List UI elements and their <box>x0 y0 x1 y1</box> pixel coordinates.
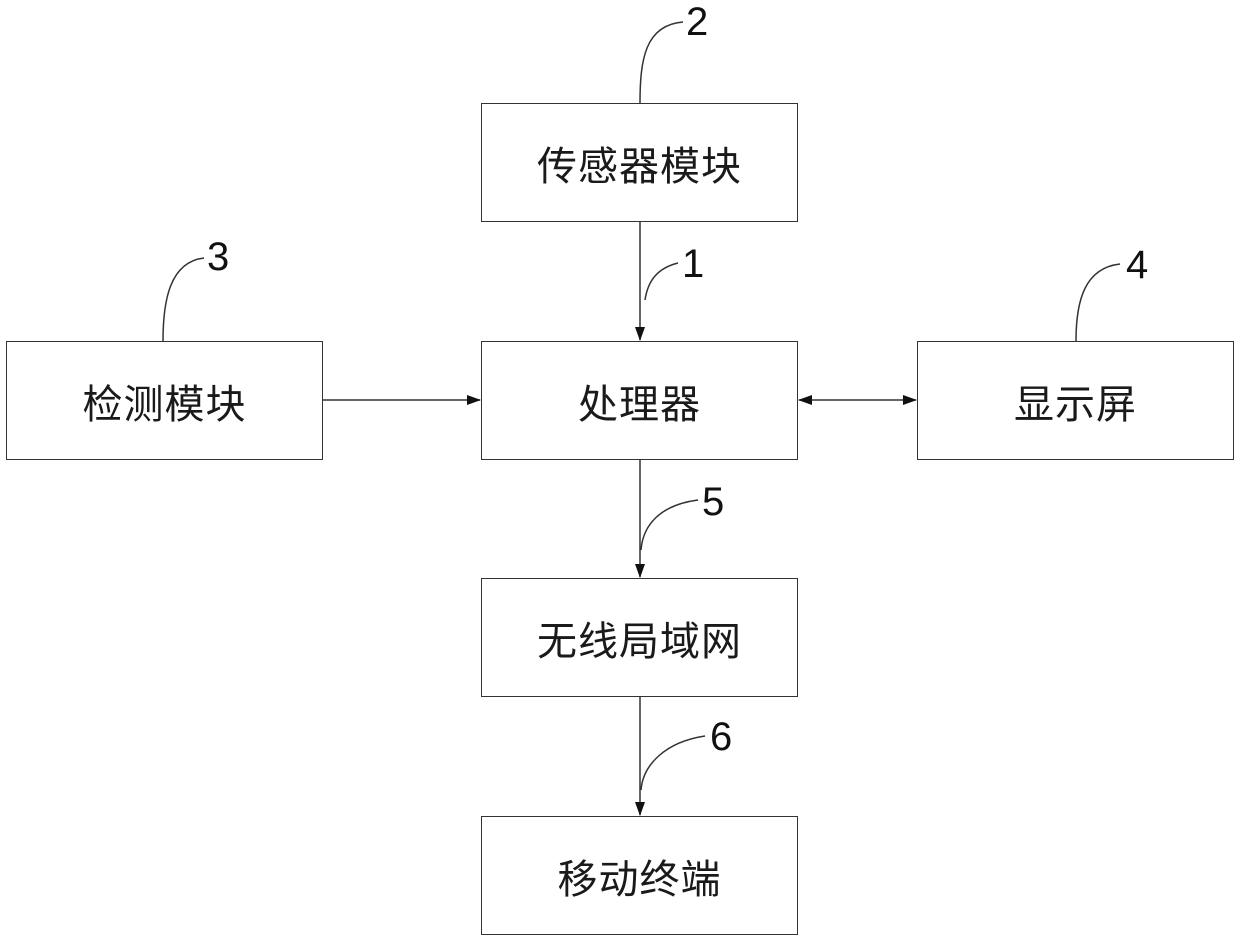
leader-line-3 <box>163 258 204 341</box>
processor-block: 处理器 <box>481 341 798 460</box>
detection-module-label: 检测模块 <box>83 372 247 430</box>
sensor-module-label: 传感器模块 <box>537 134 742 192</box>
reference-numeral-6: 6 <box>710 717 732 757</box>
mobile-terminal-label: 移动终端 <box>558 847 722 905</box>
reference-numeral-3: 3 <box>207 237 229 277</box>
reference-numeral-2: 2 <box>686 2 708 42</box>
sensor-module-block: 传感器模块 <box>481 103 798 222</box>
reference-numeral-1: 1 <box>682 244 704 284</box>
display-label: 显示屏 <box>1014 372 1137 430</box>
reference-numeral-4: 4 <box>1126 245 1148 285</box>
processor-label: 处理器 <box>578 372 701 430</box>
mobile-terminal-block: 移动终端 <box>481 816 798 935</box>
wireless-lan-label: 无线局域网 <box>537 609 742 667</box>
leader-line-2 <box>640 22 683 103</box>
leader-line-5 <box>641 500 698 550</box>
leader-line-1 <box>645 263 678 300</box>
wireless-lan-block: 无线局域网 <box>481 578 798 697</box>
leader-line-4 <box>1076 264 1120 341</box>
reference-numeral-5: 5 <box>702 482 724 522</box>
display-block: 显示屏 <box>917 341 1234 460</box>
leader-line-6 <box>641 736 705 790</box>
detection-module-block: 检测模块 <box>6 341 323 460</box>
